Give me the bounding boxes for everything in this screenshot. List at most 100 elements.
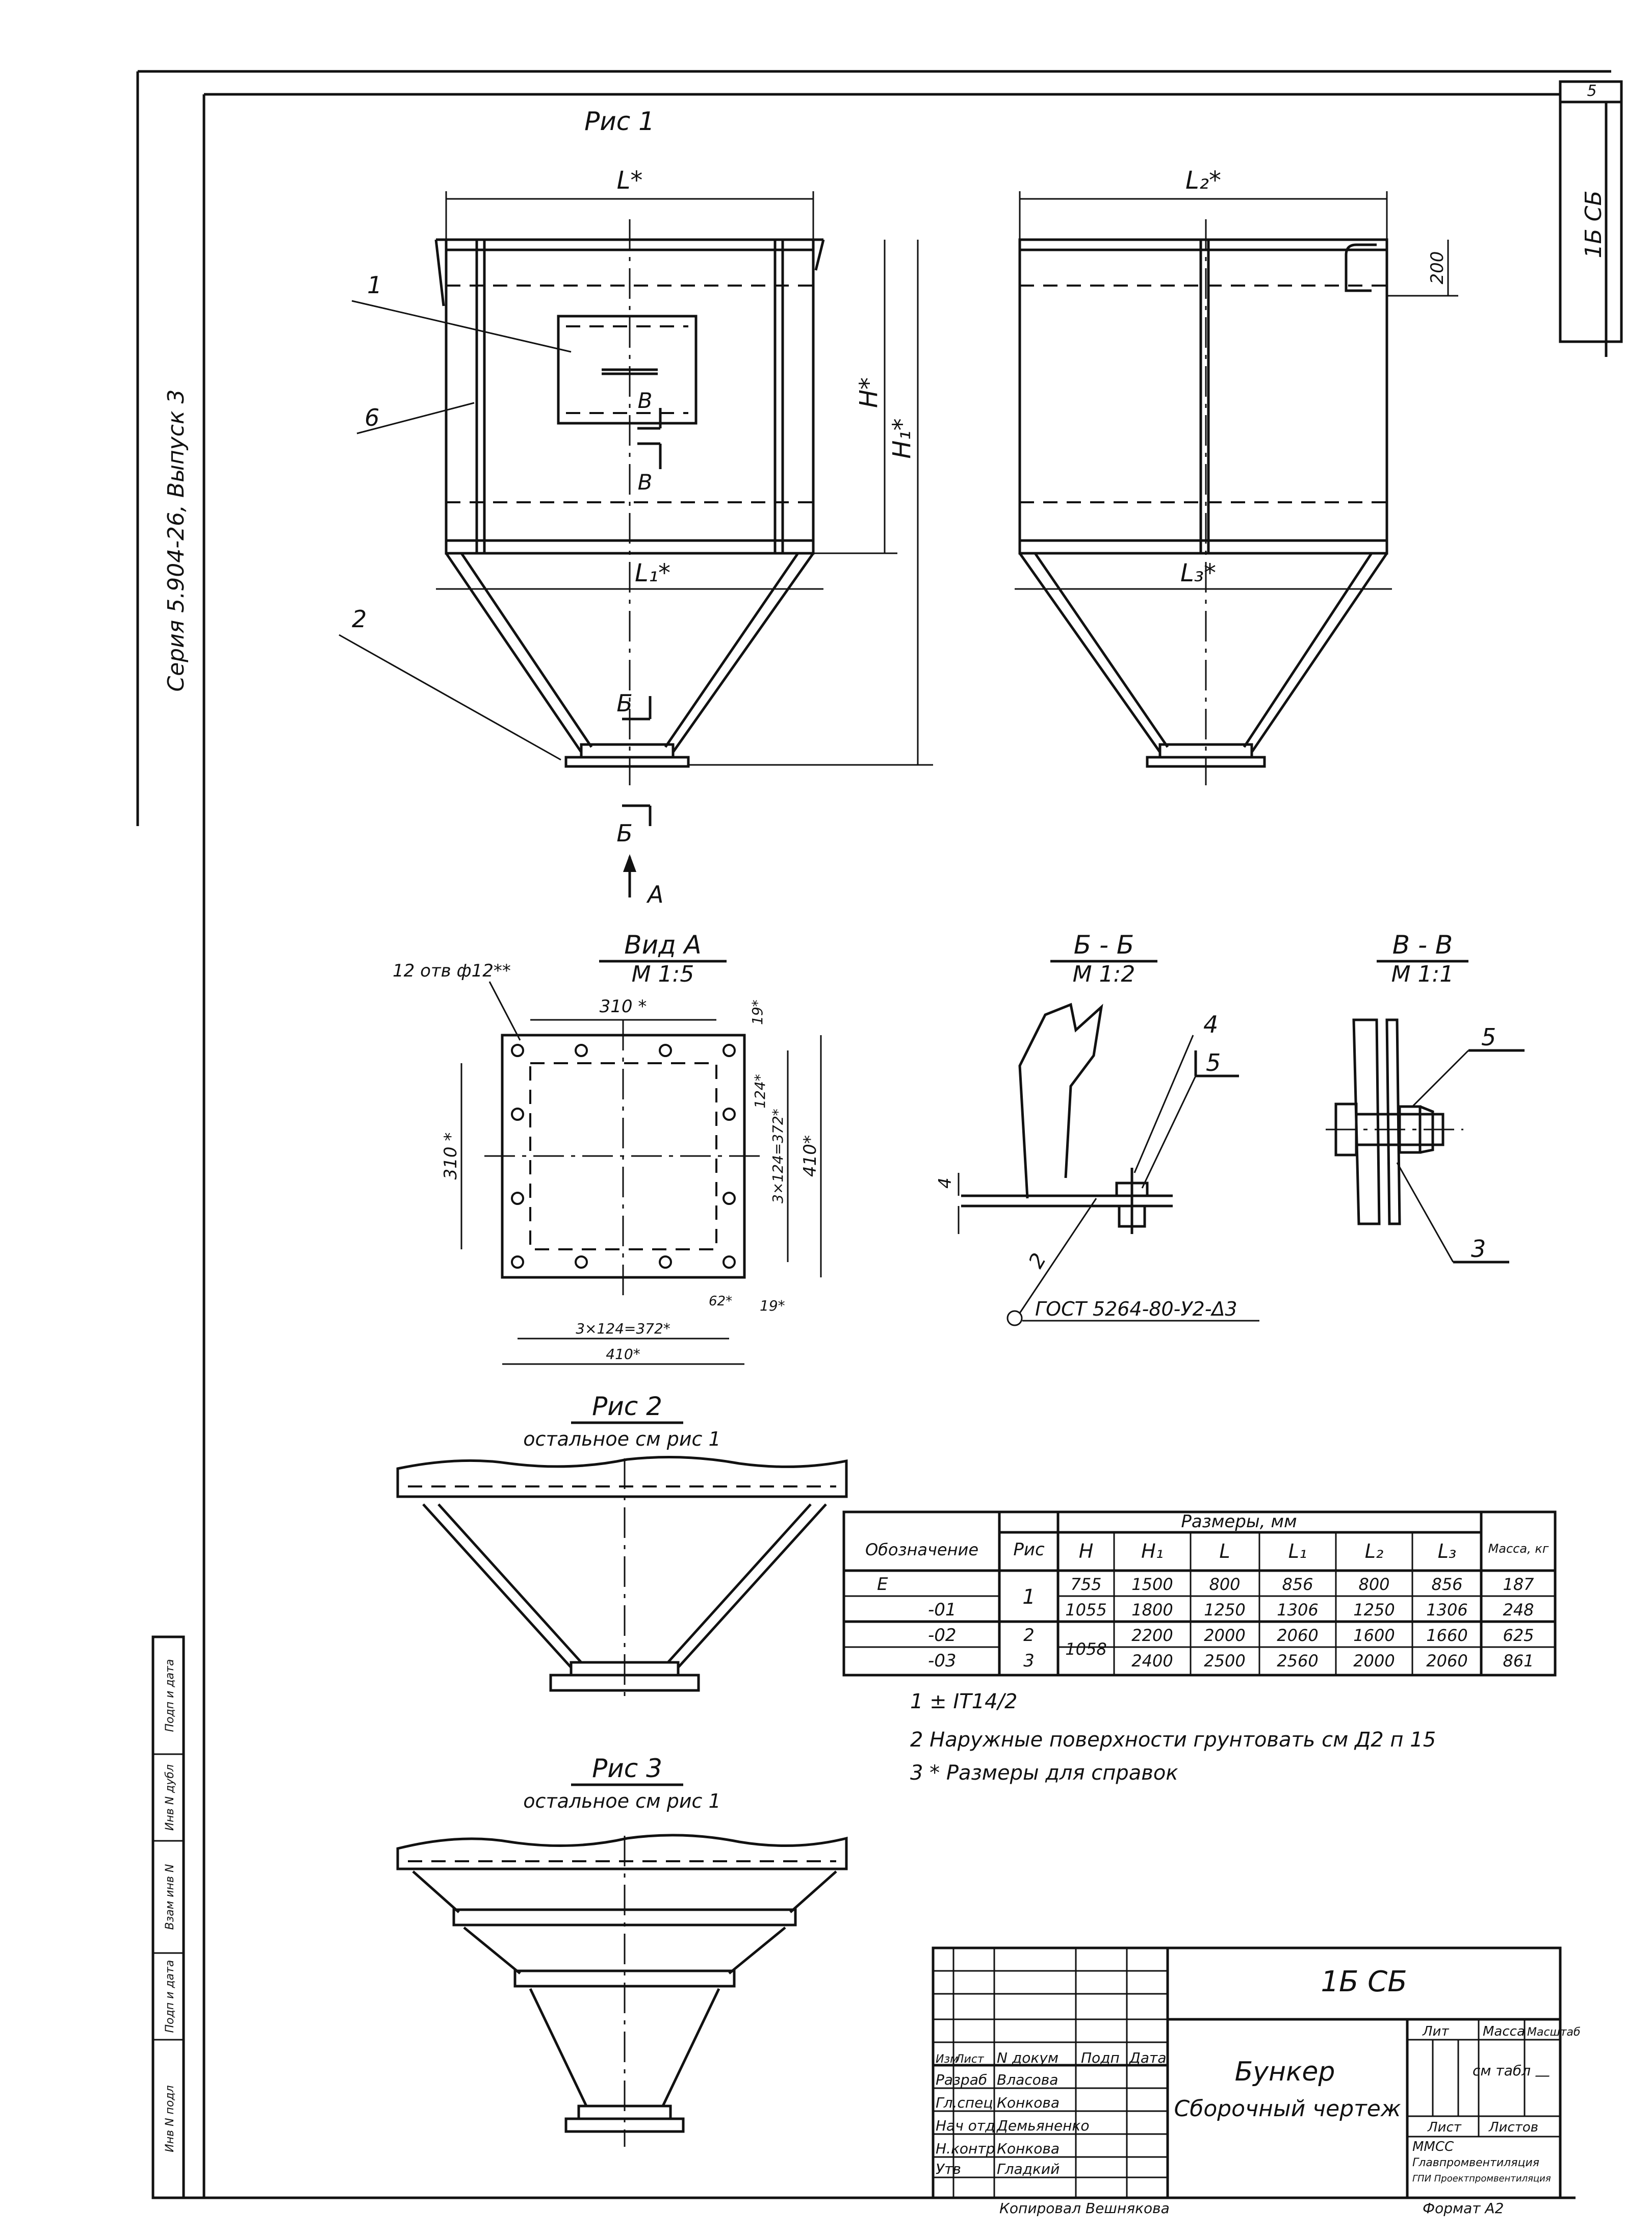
section-vv-scale: М 1:1	[1391, 961, 1454, 987]
view-a-dim-372-v: 3×124=372*	[769, 1109, 786, 1203]
bolt-hole	[659, 1255, 672, 1269]
view-a-dim-19-top: 19*	[749, 999, 766, 1025]
fig3: Рис 3 остальное см рис 1	[396, 1754, 848, 2147]
table-col-H1: H₁	[1141, 1540, 1164, 1562]
table-cell: 2200	[1131, 1626, 1173, 1645]
tb-name-line1: Бункер	[1235, 2057, 1335, 2087]
table-cell: 2000	[1353, 1651, 1395, 1671]
sheet-number: 5	[1587, 82, 1596, 100]
view-a-dim-410-h: 410*	[606, 1346, 640, 1363]
callout-2: 2	[352, 605, 367, 633]
table-cell: 1660	[1426, 1626, 1467, 1645]
view-a-dim-410-v: 410*	[800, 1135, 820, 1177]
dim-200: 200	[1427, 251, 1448, 285]
bolt-hole	[722, 1044, 736, 1057]
table-cell: 2500	[1204, 1651, 1245, 1671]
table-cell: 2060	[1426, 1651, 1467, 1671]
table-cell: -01	[928, 1600, 957, 1620]
table-cell: 3	[1023, 1651, 1035, 1671]
fig1-title: Рис 1	[584, 107, 655, 136]
section-bb-dim-4: 4	[935, 1177, 956, 1189]
section-b-b: Б - Б М 1:2 4 4 5 2 ГОСТ 5264-80-У2-Δ3	[935, 930, 1259, 1326]
table-cell: 2060	[1277, 1626, 1318, 1645]
section-vv-callout-3: 3	[1471, 1235, 1486, 1263]
note-2: 2 Наружные поверхности грунтовать см Д2 …	[910, 1728, 1436, 1752]
section-vv-title: В - В	[1392, 930, 1453, 960]
bolt-hole	[722, 1192, 736, 1205]
fig3-note: остальное см рис 1	[523, 1790, 720, 1812]
tb-lit: Лит	[1422, 2024, 1449, 2039]
view-a-holes-note: 12 отв ф12**	[393, 961, 511, 981]
table-col-L3: L₃	[1438, 1540, 1456, 1562]
section-bb-callout-2: 2	[1024, 1249, 1051, 1272]
tb-col-ndoc: N докум	[997, 2049, 1059, 2066]
series-label: Серия 5.904-26, Выпуск 3	[163, 389, 189, 691]
tb-name: Конкова	[997, 2094, 1060, 2111]
table-cell: 1500	[1131, 1575, 1173, 1594]
left-stamp-cell: Взам инв N	[164, 1864, 176, 1930]
bolt-hole	[575, 1255, 588, 1269]
tb-col-list: Лист	[955, 2053, 985, 2066]
dim-L3: L₃*	[1180, 559, 1216, 587]
fig2-note: остальное см рис 1	[523, 1428, 720, 1450]
dim-L2: L₂*	[1185, 166, 1221, 195]
note-1: 1 ± IT14/2	[910, 1690, 1017, 1713]
table-cell: 800	[1358, 1575, 1389, 1594]
table-header-designation: Обозначение	[865, 1540, 978, 1559]
view-a-scale: М 1:5	[632, 961, 694, 987]
table-cell: 1800	[1131, 1600, 1173, 1620]
section-bb-title: Б - Б	[1074, 930, 1134, 960]
left-stamp-cell: Подп и дата	[164, 1659, 176, 1732]
fig3-title: Рис 3	[592, 1754, 662, 1783]
tb-name: Демьяненко	[996, 2117, 1089, 2134]
section-bb-callout-5: 5	[1206, 1049, 1221, 1076]
table-cell: 1600	[1353, 1626, 1395, 1645]
table-col-L: L	[1219, 1540, 1230, 1562]
table-cell: 1306	[1426, 1600, 1467, 1620]
bolt-hole	[511, 1108, 524, 1121]
view-a-title: Вид А	[624, 930, 701, 960]
tb-col-data: Дата	[1128, 2049, 1167, 2066]
left-stamp-cell: Инв N дубл	[164, 1764, 176, 1831]
tb-copied: Копировал Вешнякова	[999, 2200, 1170, 2217]
section-v-v: В - В М 1:1 5 3	[1326, 930, 1525, 1264]
table-header-sizes: Размеры, мм	[1181, 1511, 1297, 1532]
dim-L: L*	[617, 166, 643, 195]
fig2-title: Рис 2	[592, 1392, 662, 1421]
table-cell: -03	[928, 1651, 957, 1671]
dimensions-table: Обозначение Рис Размеры, мм Масса, кг H …	[842, 1510, 1557, 1677]
tb-scale-value: —	[1535, 2067, 1550, 2085]
section-mark-v-bottom: В	[638, 470, 653, 495]
bolt-hole	[722, 1255, 736, 1269]
bolt-hole	[511, 1255, 524, 1269]
dim-H1: H₁*	[888, 418, 916, 458]
tb-sheets: Листов	[1488, 2120, 1538, 2135]
table-cell: 1	[1022, 1585, 1035, 1609]
table-cell: 1250	[1204, 1600, 1245, 1620]
table-col-L1: L₁	[1288, 1540, 1307, 1562]
view-a-dim-left: 310 *	[441, 1133, 461, 1180]
tb-scale: Масштаб	[1527, 2026, 1581, 2039]
notes: 1 ± IT14/2 2 Наружные поверхности грунто…	[910, 1690, 1436, 1785]
bolt-hole	[511, 1192, 524, 1205]
table-cell: 2000	[1204, 1626, 1245, 1645]
table-cell: 1250	[1353, 1600, 1395, 1620]
dim-H: H*	[855, 377, 883, 408]
fig1-side-view: L₂* L₃* 200	[1015, 166, 1458, 785]
bolt-hole	[659, 1044, 672, 1057]
title-block: Изм Лист N докум Подп Дата Разраб Гл.спе…	[932, 1946, 1581, 2217]
table-cell: 800	[1209, 1575, 1240, 1594]
table-cell: -02	[928, 1625, 957, 1646]
tb-mass-value: см табл	[1473, 2062, 1531, 2079]
tb-role: Разраб	[936, 2071, 987, 2088]
doc-code-corner: 1Б СБ	[1581, 190, 1607, 258]
left-stamp-cell: Инв N подл	[164, 2085, 176, 2152]
left-stamp-cell: Подп и дата	[164, 1960, 176, 2033]
view-a-dim-124: 124*	[752, 1074, 768, 1108]
view-a: Вид А М 1:5 12 отв ф12** 310 * 310 * 19*	[393, 930, 822, 1365]
view-a-dim-19-bottom: 19*	[760, 1297, 785, 1314]
table-header-mass: Масса, кг	[1488, 1542, 1549, 1556]
note-3: 3 * Размеры для справок	[910, 1761, 1178, 1785]
table-cell: 1055	[1065, 1600, 1106, 1620]
